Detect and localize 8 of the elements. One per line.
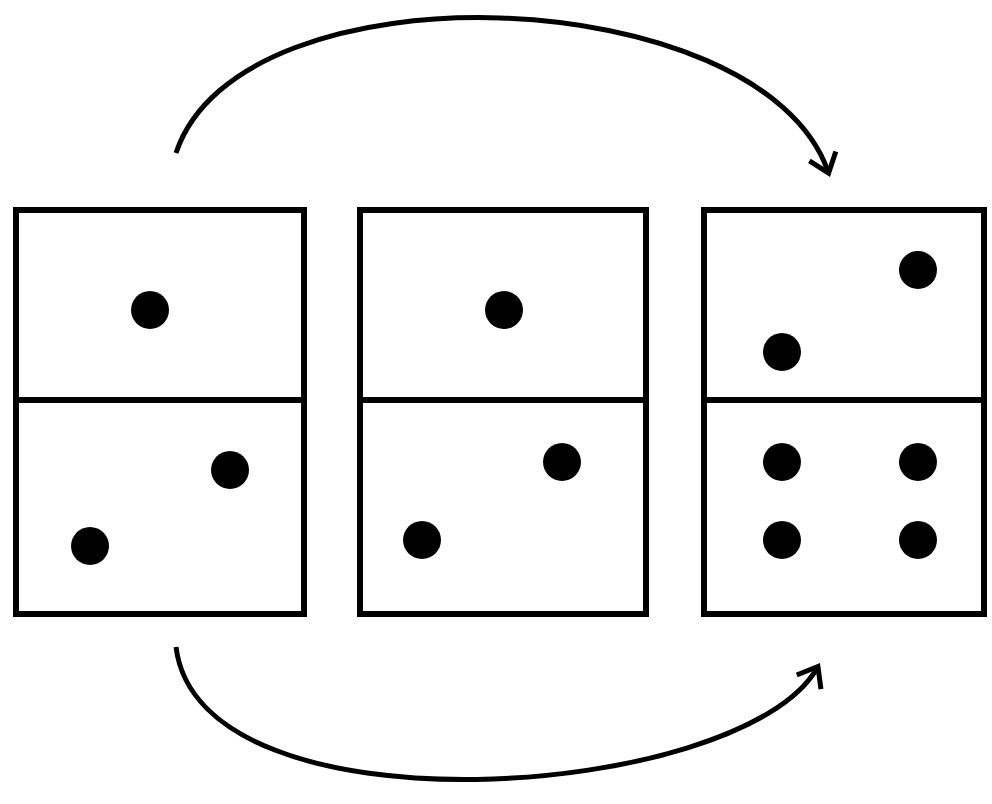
bottom-half xyxy=(701,397,987,617)
bottom-half xyxy=(357,397,649,617)
top-half xyxy=(701,207,987,403)
arrow xyxy=(173,15,839,177)
top-half xyxy=(357,207,649,403)
arrow xyxy=(173,646,824,782)
top-half xyxy=(13,207,307,403)
bottom-half xyxy=(13,397,307,617)
